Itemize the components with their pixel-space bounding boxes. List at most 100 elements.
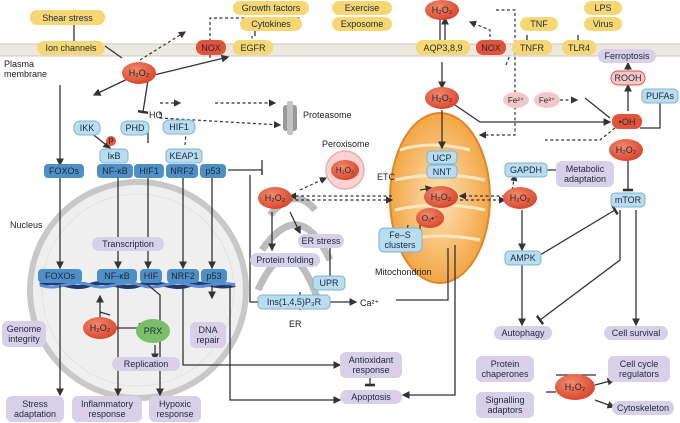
nfkb-cytosol-node: NF-κB <box>97 164 133 178</box>
apoptosis-text: Apoptosis <box>351 392 391 402</box>
ucp-node: UCP <box>426 150 458 165</box>
replication-node: Replication <box>112 357 180 371</box>
pufas-text: PUFAs <box>646 91 675 101</box>
cell-survival-node: Cell survival <box>604 326 668 340</box>
hif1-node: HIF1 <box>134 164 164 178</box>
hypoxic-text-1: Hypoxic <box>159 399 192 409</box>
antiox-text-2: response <box>352 365 389 375</box>
inflam-text-2: response <box>88 409 125 419</box>
h2o2-mito: H₂O₂ <box>424 186 458 208</box>
nox-text: NOX <box>201 43 221 53</box>
prx-node: PRX <box>136 319 170 343</box>
autophagy-text: Autophagy <box>501 328 545 338</box>
cellcycle-text-2: regulators <box>619 369 660 379</box>
ip3r-text: Ins(1,4,5)P₃R <box>267 297 322 307</box>
nox2-node: NOX <box>476 40 506 55</box>
h2o2-aqp: H₂O₂ <box>425 87 459 109</box>
line-70 <box>299 177 328 191</box>
line-37 <box>454 104 612 126</box>
inflam-text-1: Inflammatory <box>81 399 134 409</box>
transcription-text: Transcription <box>102 239 154 249</box>
ion-channels-text: Ion channels <box>45 43 97 53</box>
line-49 <box>535 210 621 325</box>
genome-integrity-node: Genome integrity <box>2 321 46 347</box>
fe3-text: Fe³⁺ <box>539 96 555 105</box>
virus-text: Virus <box>593 19 614 29</box>
line-78 <box>545 127 616 141</box>
metabolic-text-1: Metabolic <box>566 164 605 174</box>
genome-text-1: Genome <box>7 324 42 334</box>
cytoskeleton-text: Cytoskeleton <box>617 403 669 413</box>
h2o2-text-7: H₂O₂ <box>510 193 531 203</box>
h2o2-text-2: H₂O₂ <box>432 5 453 15</box>
stimulus-cytokines: Cytokines <box>240 17 302 31</box>
ucp-text: UCP <box>432 153 451 163</box>
plasma-membrane-label-1: Plasma <box>4 59 34 69</box>
hif-nucleus-node: HIF <box>140 269 162 283</box>
keap1-text: KEAP1 <box>169 151 198 161</box>
h2o2-text-5: H₂O₂ <box>265 193 286 203</box>
line-18 <box>182 285 342 369</box>
h2o2-membrane-left: H₂O₂ <box>122 62 156 84</box>
stimulus-tnf: TNF <box>520 17 558 31</box>
dna-repair-node: DNA repair <box>190 322 226 348</box>
upr-node: UPR <box>312 275 346 291</box>
nox2-text: NOX <box>481 43 501 53</box>
line-76 <box>505 54 511 66</box>
superoxide-node: O₂•⁻ <box>416 208 444 228</box>
fes-clusters-node: Fe–S clusters <box>378 227 423 253</box>
nnt-node: NNT <box>426 164 458 179</box>
h2o2-mtor: H₂O₂ <box>609 139 643 161</box>
gapdh-node: GAPDH <box>504 162 548 178</box>
h2o2-top: H₂O₂ <box>425 0 459 20</box>
line-24 <box>99 311 111 316</box>
nrf2-cytosol-node: NRF2 <box>166 164 198 178</box>
replication-text: Replication <box>124 359 169 369</box>
line-57 <box>594 399 616 409</box>
stress-text-1: Stress <box>22 399 48 409</box>
rooh-node: ROOH <box>610 70 646 86</box>
tnfr-text: TNFR <box>520 43 544 53</box>
proteasome-icon <box>283 101 297 135</box>
line-47 <box>534 204 619 259</box>
ion-channels-node: Ion channels <box>37 41 105 55</box>
metabolic-text-2: adaptation <box>564 174 606 184</box>
line-58 <box>419 185 434 193</box>
antiox-text-1: Antioxidant <box>349 355 394 365</box>
h2o2-peroxisome: H₂O₂ <box>331 160 359 180</box>
mtor-node: mTOR <box>610 192 646 208</box>
p53-cytosol-text: p53 <box>205 166 220 176</box>
h2o2-text-4: H₂O₂ <box>336 166 354 175</box>
apoptosis-node: Apoptosis <box>340 390 402 404</box>
exercise-text: Exercise <box>345 3 380 13</box>
nfkb-nucleus-text: NF-κB <box>104 271 130 281</box>
prx-text: PRX <box>144 326 163 336</box>
h2o2-text-9: H₂O₂ <box>90 323 111 333</box>
ikb-node: IκB <box>99 148 129 164</box>
er-stress-text: ER stress <box>301 236 341 246</box>
mitochondrion-label: Mitochondrion <box>375 267 432 277</box>
h2o2-er: H₂O₂ <box>258 187 292 209</box>
line-20 <box>229 285 342 404</box>
tlr4-text: TLR4 <box>568 43 590 53</box>
fes-text-1: Fe–S <box>389 230 411 240</box>
aqp-text: AQP3,8,9 <box>423 43 462 53</box>
h2o2-text-10: H₂O₂ <box>565 382 586 392</box>
fe2-text: Fe²⁺ <box>508 96 524 105</box>
hif1-cytosol-node: HIF1 <box>162 119 196 135</box>
mtor-text: mTOR <box>615 195 642 205</box>
ikk-node: IKK <box>73 120 101 136</box>
protein-folding-text: Protein folding <box>256 255 314 265</box>
line-66 <box>159 112 282 129</box>
dna-repair-text-2: repair <box>196 335 219 345</box>
ampk-text: AMPK <box>510 253 536 263</box>
egfr-node: EGFR <box>233 40 273 55</box>
line-52 <box>401 245 456 399</box>
ca-label: Ca²⁺ <box>360 298 380 308</box>
ikb-text: IκB <box>107 151 120 161</box>
h2o2-text-3: H₂O₂ <box>432 93 453 103</box>
inflammatory-response-node: Inflammatory response <box>72 396 142 422</box>
line-6 <box>149 54 230 77</box>
line-41 <box>640 98 661 129</box>
